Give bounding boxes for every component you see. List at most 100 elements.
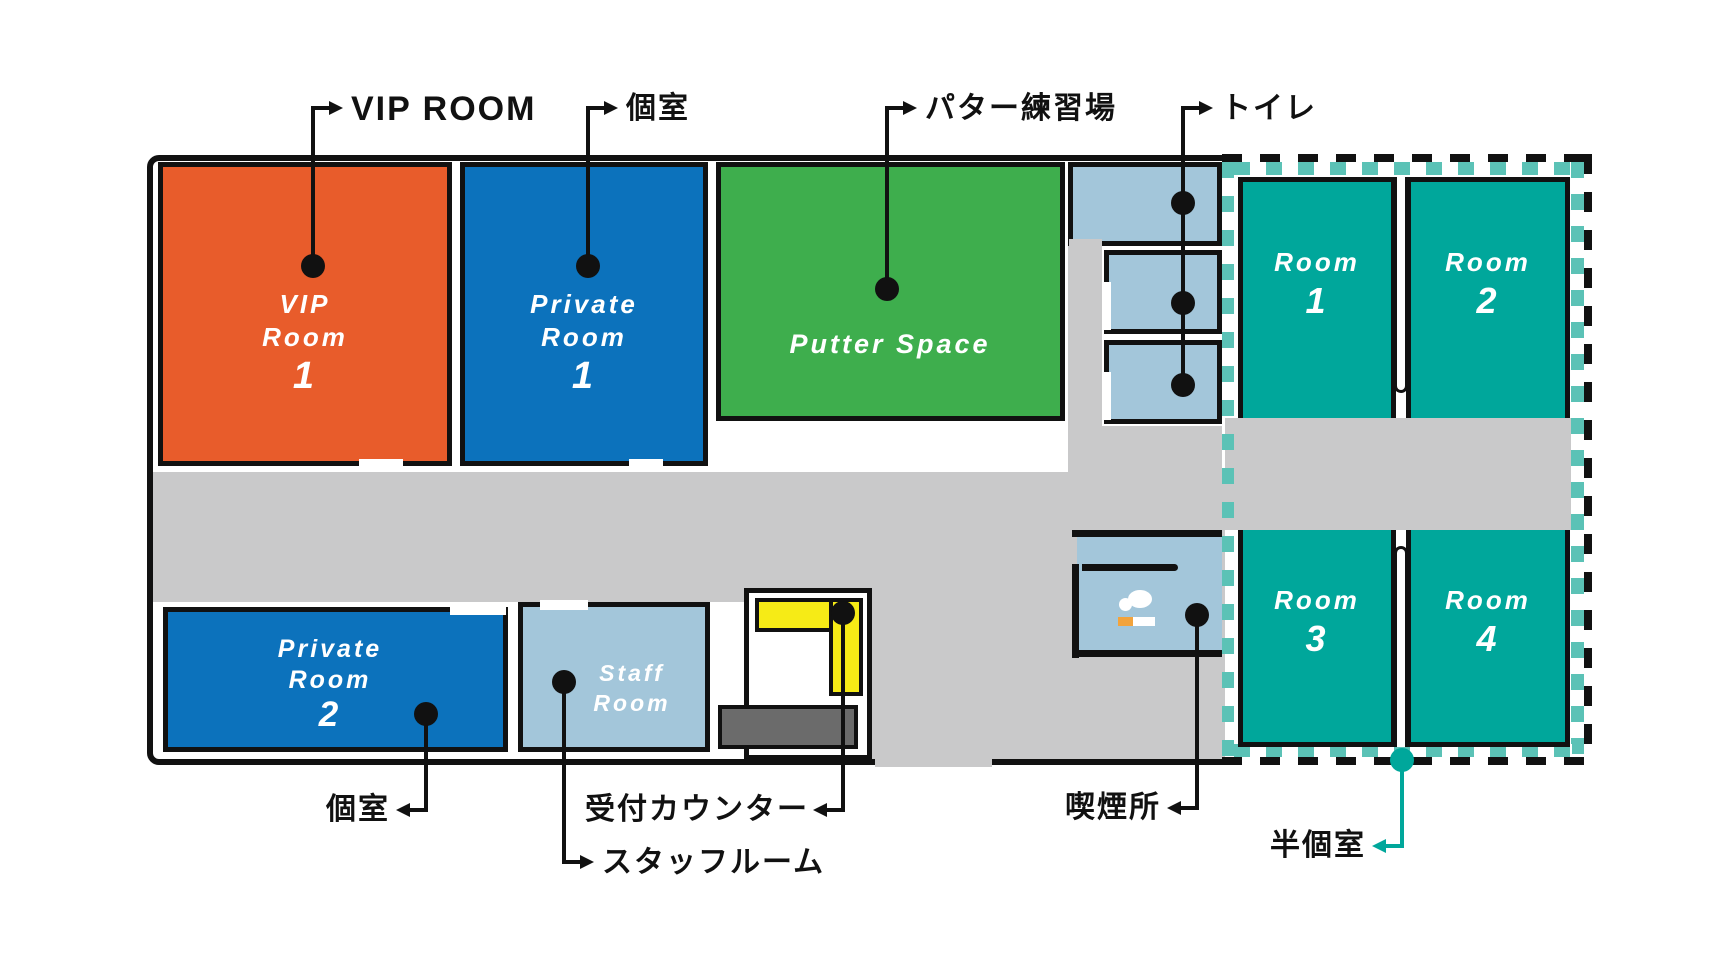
door-gap-vip-1 xyxy=(359,459,403,468)
room-private-1-label: Private Room 1 xyxy=(484,288,684,398)
door-gap-private-2 xyxy=(450,605,506,615)
leader-line-private-bottom xyxy=(424,714,428,812)
smoking-wall-inner-v xyxy=(1072,564,1079,658)
leader-dot-toilet-2 xyxy=(1171,291,1195,315)
room-private-1-line2: Room xyxy=(541,322,627,352)
dashed-wall-right xyxy=(1584,154,1592,765)
room-vip-1-line2: Room xyxy=(262,322,348,352)
toilet-open-area xyxy=(1068,162,1222,246)
room-private-2 xyxy=(163,607,508,752)
leader-dot-staff xyxy=(552,670,576,694)
callout-toilet: トイレ xyxy=(1221,92,1317,125)
room-half-1 xyxy=(1238,177,1396,418)
room-private-2-label: Private Room 2 xyxy=(230,634,430,734)
callout-private-bottom: 個室 xyxy=(326,793,390,826)
leader-line-toilet xyxy=(1181,106,1185,390)
room-half-4-line1: Room xyxy=(1445,585,1531,615)
callout-smoking: 喫煙所 xyxy=(1065,791,1161,824)
room-half-2-number: 2 xyxy=(1476,280,1500,321)
checker-border-right xyxy=(1571,162,1584,757)
room-staff xyxy=(518,602,710,752)
room-putter-name: Putter Space xyxy=(789,329,991,359)
room-vip-1-line1: VIP xyxy=(279,289,331,319)
leader-stub-vip xyxy=(311,106,329,110)
room-half-2-line1: Room xyxy=(1445,247,1531,277)
leader-stub-private-bottom xyxy=(410,808,428,812)
arrowhead-putter xyxy=(903,101,917,115)
room-half-3-line1: Room xyxy=(1274,585,1360,615)
smoking-wall-inner-h xyxy=(1082,564,1178,571)
leader-dot-vip xyxy=(301,254,325,278)
entrance-gap xyxy=(875,753,992,767)
arrowhead-semi-private xyxy=(1372,839,1386,853)
door-gap-toilet-stall-1 xyxy=(1102,282,1111,330)
leader-dot-semi-private xyxy=(1390,748,1414,772)
room-half-1-label: Room 1 xyxy=(1242,246,1392,323)
room-staff-label: Staff Room xyxy=(580,658,684,718)
partition-half-3-4 xyxy=(1394,546,1408,747)
callout-semi-private: 半個室 xyxy=(1270,829,1366,862)
room-half-3-label: Room 3 xyxy=(1242,584,1392,661)
door-gap-staff xyxy=(540,600,588,610)
room-vip-1-label: VIP Room 1 xyxy=(205,288,405,398)
partition-half-1-2 xyxy=(1394,177,1408,393)
leader-dot-putter xyxy=(875,277,899,301)
checker-border-top xyxy=(1234,162,1572,175)
room-half-3 xyxy=(1238,530,1396,747)
room-private-2-line2: Room xyxy=(288,666,372,694)
room-private-1-number: 1 xyxy=(571,355,597,397)
room-vip-1-number: 1 xyxy=(292,355,318,397)
leader-dot-smoking xyxy=(1185,603,1209,627)
arrowhead-private-top xyxy=(604,101,618,115)
leader-dot-reception xyxy=(831,601,855,625)
arrowhead-smoking xyxy=(1167,801,1181,815)
leader-line-private-top xyxy=(586,106,590,268)
room-half-1-number: 1 xyxy=(1305,280,1329,321)
arrowhead-vip xyxy=(329,101,343,115)
door-gap-private-1 xyxy=(629,459,663,468)
leader-stub-smoking xyxy=(1181,806,1199,810)
smoking-wall-bottom xyxy=(1072,650,1222,657)
room-half-1-line1: Room xyxy=(1274,247,1360,277)
leader-dot-toilet-1 xyxy=(1171,191,1195,215)
room-putter-label: Putter Space xyxy=(765,328,1015,361)
leader-stub-staff xyxy=(562,860,580,864)
leader-line-semi-private xyxy=(1400,760,1404,848)
room-private-1-line1: Private xyxy=(530,289,638,319)
leader-stub-putter xyxy=(885,106,903,110)
callout-private-top: 個室 xyxy=(626,92,690,125)
leader-stub-toilet xyxy=(1181,106,1199,110)
leader-stub-semi-private xyxy=(1386,844,1404,848)
room-half-4-number: 4 xyxy=(1476,618,1500,659)
corridor-below-toilet xyxy=(1102,426,1222,472)
smoking-wall-top xyxy=(1072,530,1222,537)
room-half-2-label: Room 2 xyxy=(1413,246,1563,323)
leader-stub-private-top xyxy=(586,106,604,110)
room-private-2-line1: Private xyxy=(277,635,383,663)
arrowhead-staff xyxy=(580,855,594,869)
toilet-stall-1 xyxy=(1104,250,1222,334)
cigarette-icon xyxy=(1118,590,1158,628)
corridor-toilet-strip xyxy=(1068,240,1102,474)
room-private-2-number: 2 xyxy=(318,695,342,734)
room-private-1 xyxy=(460,162,708,466)
leader-line-putter xyxy=(885,106,889,291)
callout-putter: パター練習場 xyxy=(925,92,1117,125)
arrowhead-private-bottom xyxy=(396,803,410,817)
room-half-4 xyxy=(1406,530,1570,747)
callout-reception: 受付カウンター xyxy=(585,793,809,826)
toilet-open-gap xyxy=(1069,239,1102,248)
teal-dashed-divider xyxy=(1222,162,1234,757)
room-half-4-label: Room 4 xyxy=(1413,584,1563,661)
leader-dot-private-top xyxy=(576,254,600,278)
room-half-2 xyxy=(1406,177,1570,418)
entrance-mat xyxy=(718,705,858,749)
room-vip-1 xyxy=(158,162,452,466)
room-staff-line2: Room xyxy=(593,690,671,716)
leader-line-reception xyxy=(841,613,845,812)
room-staff-line1: Staff xyxy=(599,660,665,686)
callout-staff: スタッフルーム xyxy=(602,846,826,879)
callout-vip-room: VIP ROOM xyxy=(351,90,537,128)
corridor-main xyxy=(153,472,1225,602)
